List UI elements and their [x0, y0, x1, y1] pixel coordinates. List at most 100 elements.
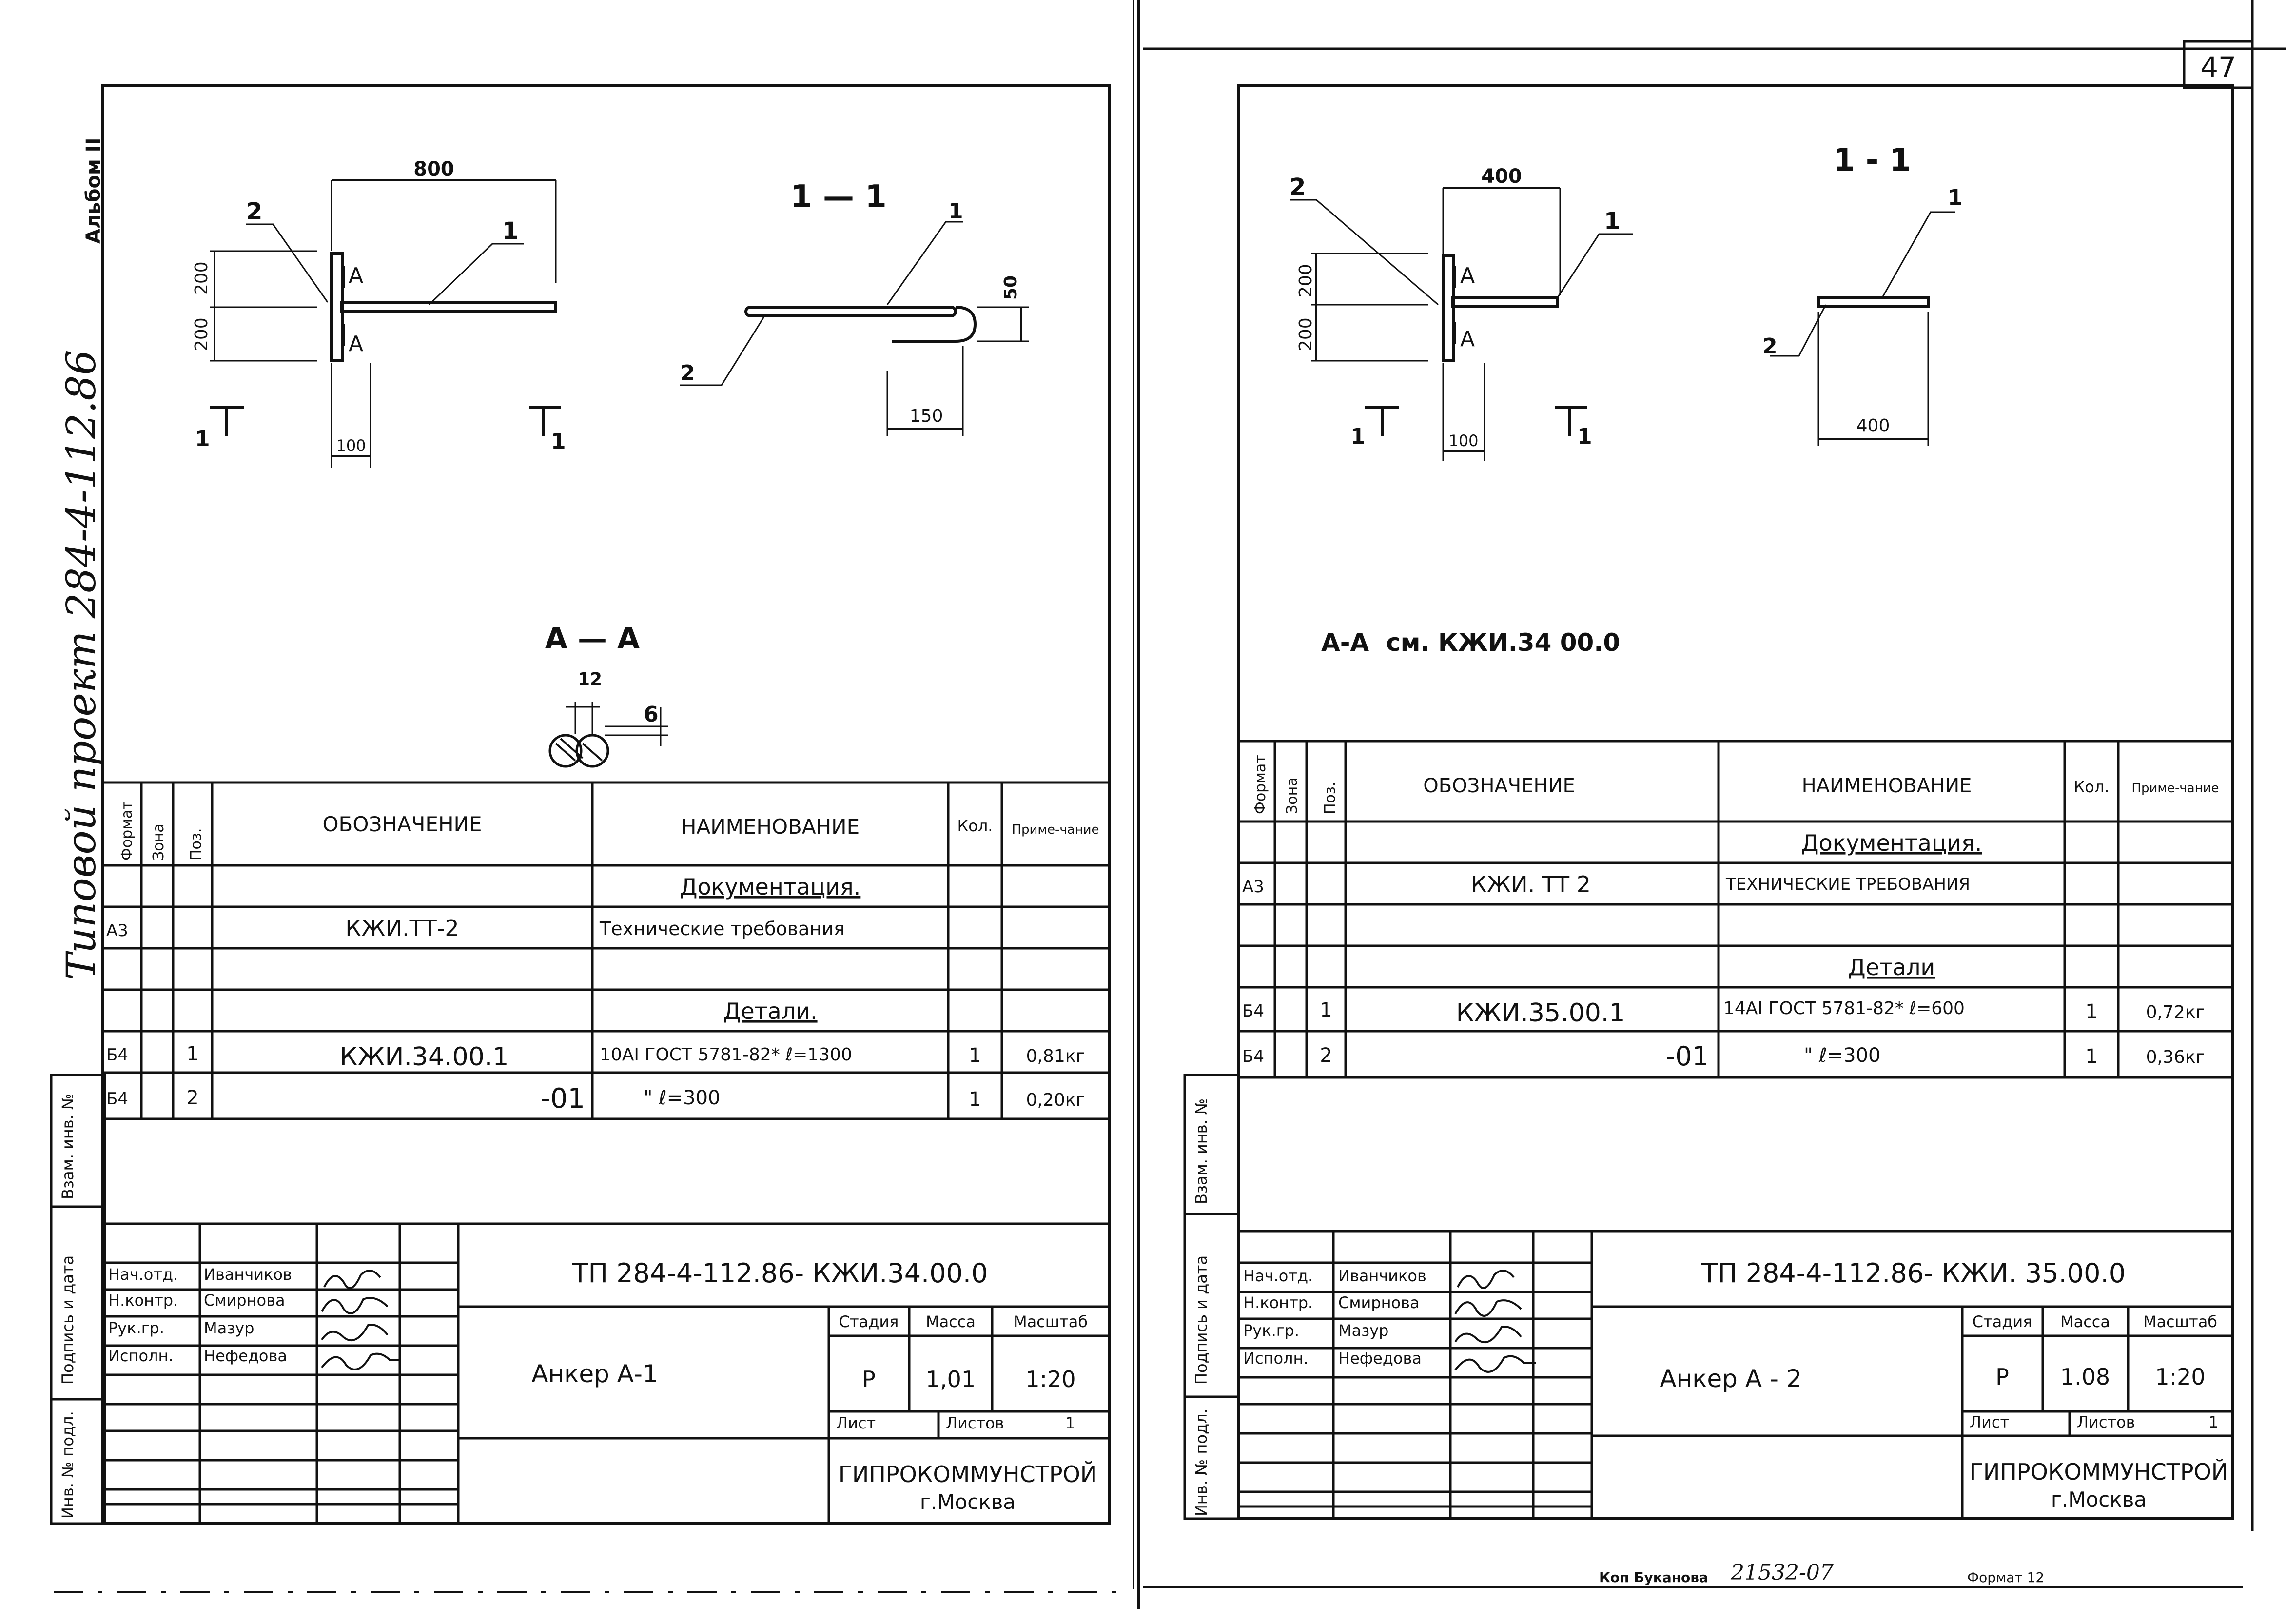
stage-label-left: Стадия	[839, 1312, 899, 1331]
stamp-code-right: ТП 284-4-112.86- КЖИ. 35.00.0	[1701, 1258, 2126, 1289]
stamp-name2-right: Мазур	[1338, 1321, 1388, 1340]
cut-1-left-label: 1	[195, 427, 210, 451]
mass-value-right: 1.08	[2060, 1364, 2110, 1390]
spec-table-right	[1238, 740, 2233, 1079]
signatures-right	[1454, 1270, 1536, 1373]
title-block-left	[102, 1222, 1109, 1524]
right-sheet-frame	[1237, 84, 2234, 1520]
stamp-name1-right: Смирнова	[1338, 1293, 1420, 1312]
margin-sign-date-right: Подпись и дата	[1192, 1255, 1211, 1385]
margin-vzam-right: Взам. инв. №	[1192, 1098, 1211, 1204]
stamp-name0-right: Иванчиков	[1338, 1267, 1426, 1285]
footer-format: Формат 12	[1967, 1569, 2044, 1585]
stage-value-right: Р	[1995, 1364, 2009, 1390]
row4-format-right: Б4	[1242, 1001, 1264, 1021]
stamp-name3-right: Нефедова	[1338, 1349, 1422, 1368]
col-note-right: Приме-чание	[2131, 781, 2219, 796]
pos2-label-left: 2	[246, 198, 262, 225]
section-1-1-left	[680, 221, 1029, 436]
sheets-value-right: 1	[2208, 1413, 2218, 1431]
row5-designation-left: -01	[541, 1083, 585, 1115]
stamp-name1-left: Смирнова	[204, 1291, 285, 1310]
anchor-a2-plan	[1290, 187, 1633, 461]
stamp-role0-left: Нач.отд.	[108, 1265, 178, 1284]
cut-a-top-right: A	[1460, 263, 1475, 288]
dim-top-right: 400	[1481, 165, 1522, 188]
col-qty-right: Кол.	[2074, 778, 2110, 796]
stamp-title-left: Анкер А-1	[531, 1360, 658, 1388]
stamp-title-right: Анкер А - 2	[1660, 1365, 1801, 1393]
section-title-left: 1 — 1	[790, 179, 887, 215]
stamp-code-left: ТП 284-4-112.86- КЖИ.34.00.0	[572, 1258, 988, 1289]
sec-pos2-right: 2	[1762, 334, 1778, 359]
col-designation-right: ОБОЗНАЧЕНИЕ	[1423, 775, 1575, 797]
sec-pos1-right: 1	[1948, 185, 1963, 210]
city-right: г.Москва	[2051, 1487, 2147, 1511]
city-left: г.Москва	[920, 1490, 1016, 1514]
mass-label-left: Масса	[926, 1312, 976, 1331]
signatures-left	[321, 1270, 400, 1370]
project-label: Типовой проект 284-4-112.86	[59, 350, 105, 980]
margin-inv-orig-left: Инв. № подл.	[59, 1411, 77, 1519]
row4-qty-left: 1	[969, 1044, 981, 1067]
margin-vzam-left: Взам. инв. №	[59, 1094, 77, 1199]
row1-name-left: Технические требования	[599, 918, 845, 939]
right-margin-strip	[1183, 1074, 1240, 1520]
stamp-name3-left: Нефедова	[204, 1347, 287, 1365]
row5-format-left: Б4	[106, 1089, 128, 1109]
page-number-box	[2183, 40, 2254, 89]
sec-pos2-left: 2	[680, 361, 695, 386]
margin-sign-date-left: Подпись и дата	[59, 1255, 77, 1385]
row5-qty-left: 1	[969, 1088, 981, 1111]
scale-value-left: 1:20	[1025, 1366, 1075, 1392]
title-block-right	[1238, 1230, 2233, 1519]
col-zone-left: Зона	[150, 823, 167, 861]
dim-b-left: 200	[192, 317, 212, 351]
col-name-left: НАИМЕНОВАНИЕ	[681, 815, 860, 839]
margin-inv-orig-right: Инв. № подл.	[1192, 1409, 1211, 1516]
footer-copied-by: Коп Буканова	[1599, 1569, 1708, 1585]
aa-dim-h-left: 6	[644, 702, 659, 727]
row5-name-right: " ℓ=300	[1804, 1044, 1881, 1067]
pos1-label-left: 1	[502, 217, 518, 245]
stamp-name0-left: Иванчиков	[204, 1265, 292, 1284]
row5-pos-left: 2	[186, 1087, 198, 1109]
sec-dim-h-left: 50	[1001, 275, 1021, 300]
col-pos-left: Поз.	[188, 828, 205, 861]
spec-table-left	[102, 781, 1109, 1120]
row1-designation-left: КЖИ.ТТ-2	[345, 915, 459, 941]
cut-a-top-left: A	[349, 263, 363, 288]
cut-1-right-label-r: 1	[1577, 424, 1592, 449]
row4-designation-right: КЖИ.35.00.1	[1456, 998, 1625, 1028]
row1-format-left: А3	[106, 921, 128, 940]
dim-bottom-left: 100	[336, 436, 366, 455]
dim-a-left: 200	[192, 261, 212, 295]
sheet-label-right: Лист	[1970, 1413, 2009, 1431]
stamp-role3-left: Исполн.	[108, 1347, 174, 1365]
stamp-role2-left: Рук.гр.	[108, 1319, 164, 1337]
stamp-role2-right: Рук.гр.	[1243, 1321, 1299, 1340]
row1-name-right: ТЕХНИЧЕСКИЕ ТРЕБОВАНИЯ	[1725, 875, 1970, 894]
left-sheet-frame	[101, 84, 1111, 1525]
stage-value-left: Р	[862, 1366, 876, 1392]
row4-note-left: 0,81кг	[1026, 1046, 1085, 1066]
col-note-left: Приме-чание	[1012, 822, 1099, 837]
sheets-label-left: Листов	[946, 1414, 1004, 1432]
anchor-a1-plan	[210, 179, 561, 468]
section-1-1-right	[1770, 211, 1955, 446]
row1-designation-right: КЖИ. ТТ 2	[1471, 871, 1591, 898]
aa-ref-right: А-А см. КЖИ.34 00.0	[1321, 628, 1620, 657]
sheets-label-right: Листов	[2077, 1413, 2135, 1431]
col-pos-right: Поз.	[1322, 782, 1339, 814]
org-right: ГИПРОКОММУНСТРОЙ	[1970, 1459, 2228, 1485]
dim-top-left: 800	[413, 158, 454, 180]
stamp-role1-left: Н.контр.	[108, 1291, 178, 1310]
row5-format-right: Б4	[1242, 1047, 1264, 1066]
sec-dim-w-right: 400	[1856, 416, 1890, 436]
row5-designation-right: -01	[1666, 1041, 1709, 1072]
org-left: ГИПРОКОММУНСТРОЙ	[839, 1461, 1097, 1487]
sec-dim-w-left: 150	[910, 406, 943, 426]
row5-name-left: " ℓ=300	[644, 1087, 721, 1109]
aa-title-left: А — А	[545, 622, 640, 656]
mass-value-left: 1,01	[926, 1366, 976, 1392]
